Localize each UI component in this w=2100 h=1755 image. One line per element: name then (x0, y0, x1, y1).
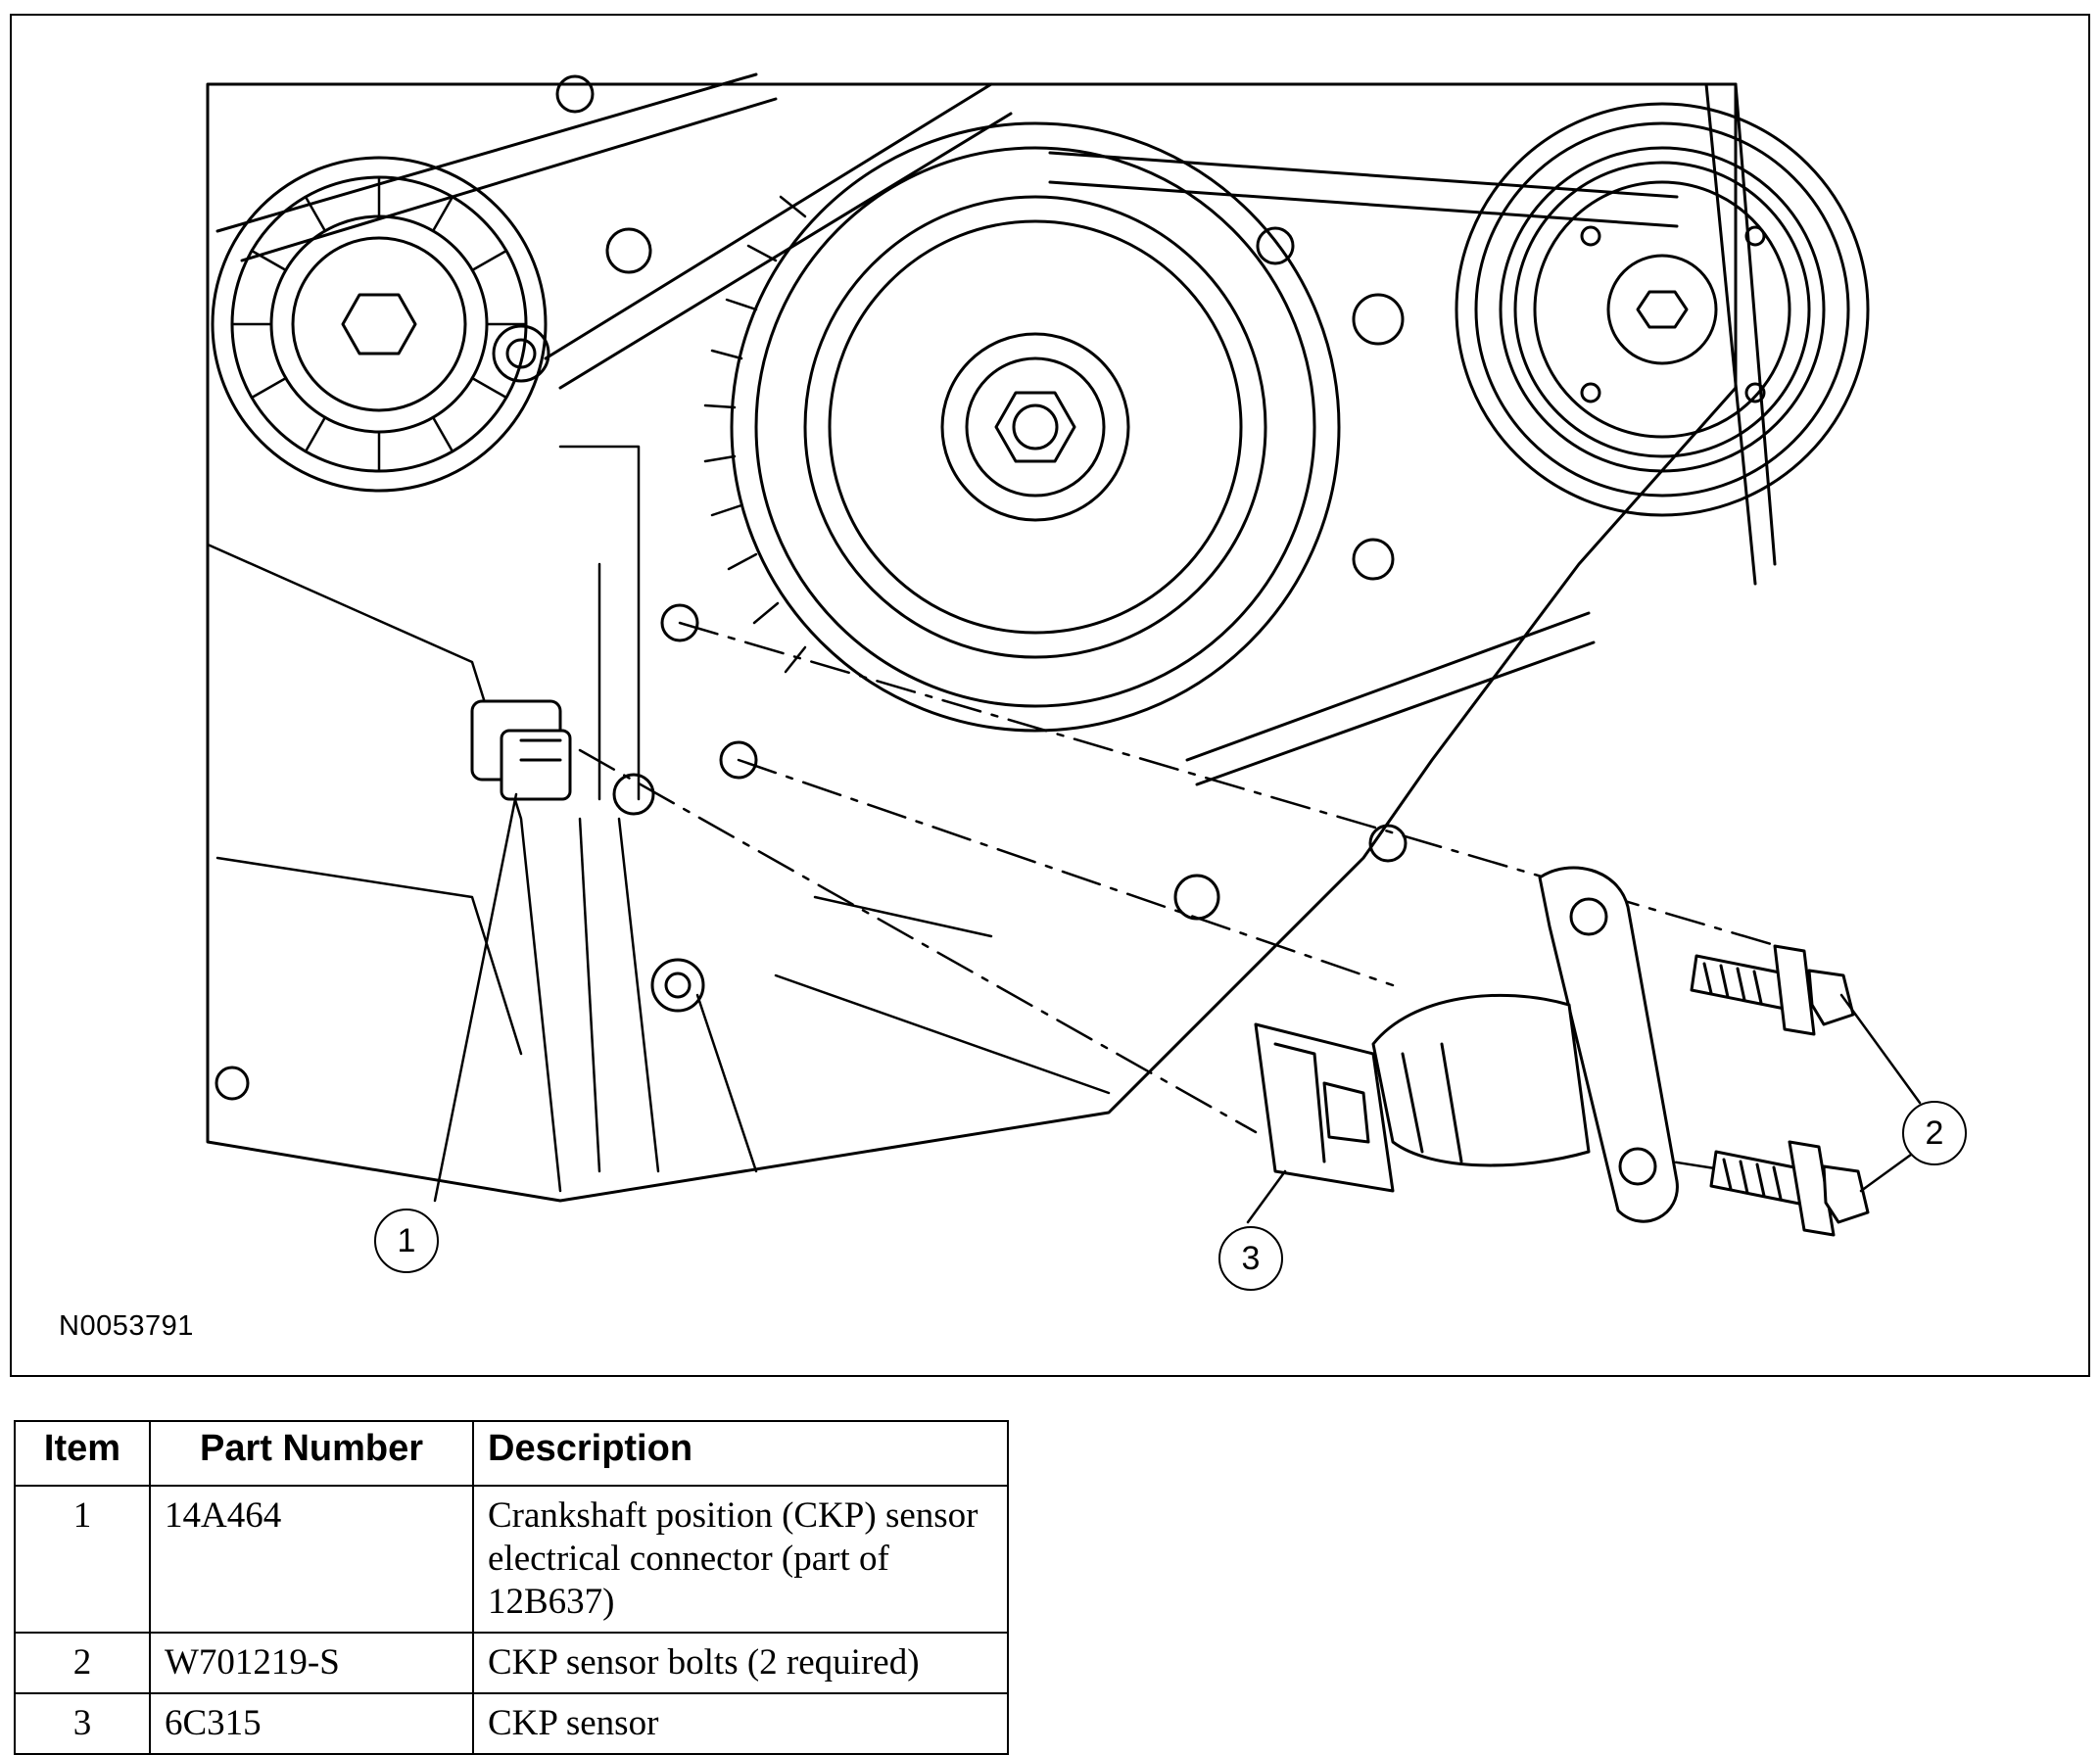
header-item: Item (14, 1420, 151, 1487)
header-description: Description (472, 1420, 1009, 1487)
ckp-connector-harness (470, 699, 572, 801)
cell-description: Crankshaft position (CKP) sensor electri… (472, 1485, 1009, 1634)
table-row: 2 W701219-S CKP sensor bolts (2 required… (14, 1632, 1009, 1694)
figure-id: N0053791 (59, 1310, 194, 1342)
callout-1: 1 (374, 1209, 439, 1273)
callout-2: 2 (1902, 1101, 1967, 1165)
parts-table: Item Part Number Description 1 14A464 Cr… (14, 1420, 1009, 1755)
table-row: 1 14A464 Crankshaft position (CKP) senso… (14, 1485, 1009, 1634)
engine-block-outline (206, 82, 1738, 1203)
cell-description: CKP sensor (472, 1692, 1009, 1755)
cell-item: 2 (14, 1632, 151, 1694)
mounting-holes (660, 603, 758, 780)
block-bolts (215, 74, 1408, 1101)
description-text: Crankshaft position (CKP) sensor electri… (488, 1495, 978, 1622)
crankshaft-pulley (730, 121, 1341, 733)
ckp-sensor (1254, 866, 1679, 1223)
cell-part-number: W701219-S (149, 1632, 474, 1694)
table-row: 3 6C315 CKP sensor (14, 1692, 1009, 1755)
engine-illustration (206, 72, 1924, 1237)
callout-3: 3 (1218, 1226, 1283, 1291)
illustration-frame: 1 2 3 N0053791 (10, 14, 2090, 1377)
header-part-number: Part Number (149, 1420, 474, 1487)
cell-part-number: 6C315 (149, 1692, 474, 1755)
cell-description: CKP sensor bolts (2 required) (472, 1632, 1009, 1694)
cell-item: 3 (14, 1692, 151, 1755)
table-header-row: Item Part Number Description (14, 1420, 1009, 1487)
cell-part-number: 14A464 (149, 1485, 474, 1634)
tensioner-ribs (230, 175, 528, 473)
ckp-bolt-upper (1690, 944, 1855, 1036)
cell-item: 1 (14, 1485, 151, 1634)
ckp-bolt-lower (1709, 1140, 1870, 1237)
trigger-wheel-teeth (703, 195, 807, 674)
drive-belt (215, 72, 1777, 786)
lower-block-details (206, 445, 1111, 1193)
ac-compressor-pulley (1455, 102, 1870, 517)
